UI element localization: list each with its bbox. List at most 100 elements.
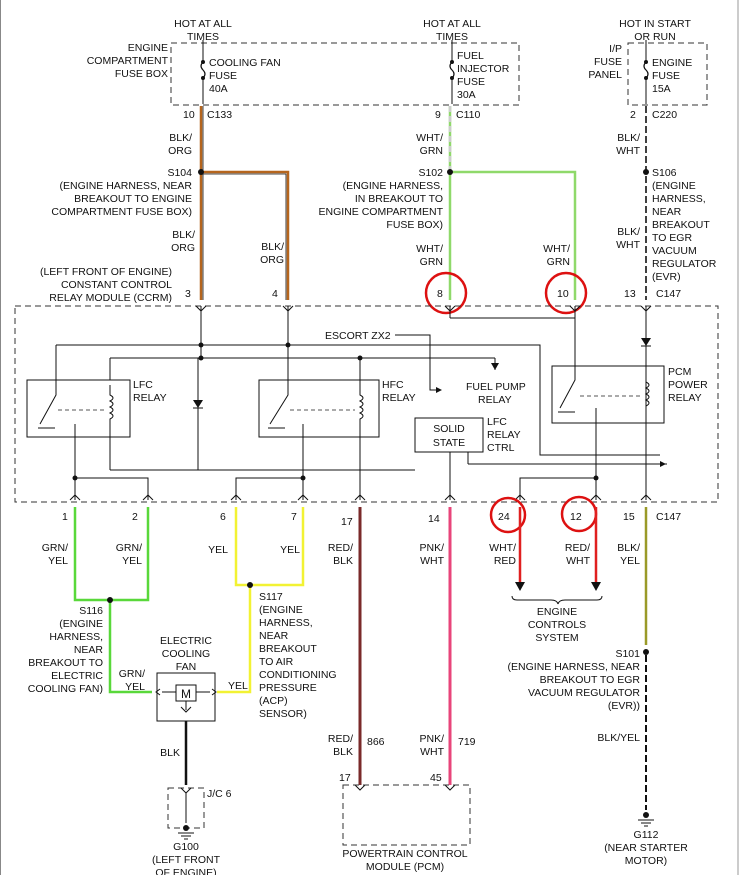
ccrm-pin-7: 7 — [291, 511, 297, 523]
highlight-pin-8 — [424, 271, 468, 315]
lfc-relay-label: LFC — [133, 379, 153, 391]
wire-yel-fan — [217, 585, 252, 694]
wire-grn-yel-fan — [108, 600, 152, 694]
ccrm-title-b: CONSTANT CONTROL — [61, 279, 172, 291]
splice-s101-e: (EVR)) — [608, 700, 640, 712]
splice-s117: S117 — [259, 591, 283, 603]
splice-s106-c: HARNESS, — [652, 193, 706, 205]
fuel-pump-relay-label-b: RELAY — [478, 394, 512, 406]
engine-fuse-icon — [643, 61, 649, 79]
fuel-injector-fuse-label: FUEL — [457, 50, 484, 62]
solid-state-label-b: STATE — [433, 437, 465, 449]
engine-controls-brace — [511, 595, 603, 605]
splice-s106-d: NEAR — [652, 206, 682, 218]
ground-g100: G100 — [173, 841, 199, 853]
wire-label-red-blk-2: RED/ — [328, 733, 353, 745]
ccrm-connector-top: C147 — [656, 288, 681, 300]
splice-s116-c: HARNESS, — [49, 631, 103, 643]
cooling-fan-fuse-label-b: FUSE — [209, 70, 237, 82]
diode-icon — [641, 338, 651, 346]
fuel-injector-fuse-icon — [449, 61, 455, 79]
splice-s104-c: BREAKOUT TO ENGINE — [74, 193, 192, 205]
ccrm-pin-8: 8 — [437, 288, 443, 300]
wire-label-pnk-wht-2: PNK/ — [419, 733, 444, 745]
ip-panel-label-c: PANEL — [588, 69, 622, 81]
splice-s106-g: VACUUM — [652, 245, 697, 257]
fuse-box-label-b: COMPARTMENT — [87, 55, 169, 67]
engine-fuse-label: ENGINE — [652, 57, 692, 69]
circuit-719: 719 — [458, 736, 476, 748]
hfc-relay-label: HFC — [382, 379, 404, 391]
wire-label-wht-grn-2: WHT/ — [416, 243, 443, 255]
source-label-2: HOT AT ALL — [423, 18, 481, 30]
wire-label-red-blk-1: RED/ — [328, 542, 353, 554]
wire-label-red-wht-b: WHT — [566, 555, 590, 567]
ccrm-pin-17: 17 — [341, 516, 353, 528]
wire-label-blk-wht-2: BLK/ — [617, 226, 640, 238]
lfc-relay-ctrl-label-b: RELAY — [487, 429, 521, 441]
engine-controls-label-c: SYSTEM — [535, 632, 578, 644]
pcm-power-relay-label-c: RELAY — [668, 392, 702, 404]
conn-c220: C220 — [652, 109, 677, 121]
ccrm-pin-4: 4 — [272, 288, 278, 300]
ccrm-pin-2: 2 — [132, 511, 138, 523]
pin-c133: 10 — [183, 109, 195, 121]
pcm-power-relay-label: PCM — [668, 366, 691, 378]
splice-s117-g: CONDITIONING — [259, 669, 337, 681]
wire-yel-upper — [234, 507, 305, 587]
splice-s101-c: BREAKOUT TO EGR — [540, 674, 641, 686]
wire-label-yel-3: YEL — [228, 680, 248, 692]
source-label-3b: OR RUN — [634, 31, 675, 43]
wire-label-yel-1: YEL — [208, 544, 228, 556]
ground-g100-c: OF ENGINE) — [155, 867, 216, 875]
splice-s106-e: BREAKOUT — [652, 219, 710, 231]
solid-state-label: SOLID — [433, 423, 465, 435]
splice-s116-e: BREAKOUT TO — [28, 657, 103, 669]
splice-s102-b: (ENGINE HARNESS, — [343, 180, 443, 192]
pcm-pin-45: 45 — [430, 772, 442, 784]
ccrm-pin-3: 3 — [185, 288, 191, 300]
splice-s106: S106 — [652, 167, 677, 179]
ground-g112-c: MOTOR) — [625, 855, 667, 867]
ccrm-pin-13: 13 — [624, 288, 636, 300]
wire-label-yel-2: YEL — [280, 544, 300, 556]
hfc-relay — [258, 379, 380, 438]
ground-g112-b: (NEAR STARTER — [604, 842, 688, 854]
splice-s106-b: (ENGINE — [652, 180, 696, 192]
splice-s102-c: IN BREAKOUT TO — [355, 193, 443, 205]
wire-label-blk-org-1b: ORG — [168, 145, 192, 157]
pcm-pin-17: 17 — [339, 772, 351, 784]
hfc-relay-label-b: RELAY — [382, 392, 416, 404]
conn-c133: C133 — [207, 109, 232, 121]
wire-label-wht-grn-2b: GRN — [420, 256, 443, 268]
ccrm-title-c: RELAY MODULE (CCRM) — [49, 292, 172, 304]
splice-s116-d: NEAR — [74, 644, 104, 656]
fan-label-b: COOLING — [162, 648, 210, 660]
splice-s117-e: BREAKOUT — [259, 643, 317, 655]
wire-label-blk-org-3b: ORG — [260, 254, 284, 266]
wire-label-grn-yel-1: GRN/ — [42, 542, 68, 554]
wire-label-blk-yel-1b: YEL — [620, 555, 640, 567]
ip-panel-label-b: FUSE — [594, 56, 622, 68]
splice-s104-d: COMPARTMENT FUSE BOX) — [51, 206, 192, 218]
wire-label-blk-wht-1: BLK/ — [617, 132, 640, 144]
lfc-relay-ctrl-label: LFC — [487, 416, 507, 428]
splice-s117-b: (ENGINE — [259, 604, 303, 616]
fuse-box-label-c: FUSE BOX — [115, 68, 168, 80]
wire-label-blk-wht-2b: WHT — [616, 239, 640, 251]
lfc-relay-label-b: RELAY — [133, 392, 167, 404]
ccrm-pin-12: 12 — [570, 511, 582, 523]
ccrm-pin-10: 10 — [557, 288, 569, 300]
wire-label-blk-org-2b: ORG — [171, 242, 195, 254]
engine-controls-label-b: CONTROLS — [528, 619, 586, 631]
engine-fuse-label-b: FUSE — [652, 70, 680, 82]
lfc-relay — [26, 379, 131, 438]
fuel-pump-relay-label: FUEL PUMP — [466, 381, 526, 393]
fuse-box-label: ENGINE — [128, 42, 168, 54]
wire-label-pnk-wht-1: PNK/ — [419, 542, 444, 554]
ccrm-title: (LEFT FRONT OF ENGINE) — [40, 266, 172, 278]
wire-label-blk-org-1: BLK/ — [169, 132, 192, 144]
source-label-2b: TIMES — [436, 31, 468, 43]
splice-s117-i: (ACP) — [259, 695, 288, 707]
pin-c110: 9 — [435, 109, 441, 121]
